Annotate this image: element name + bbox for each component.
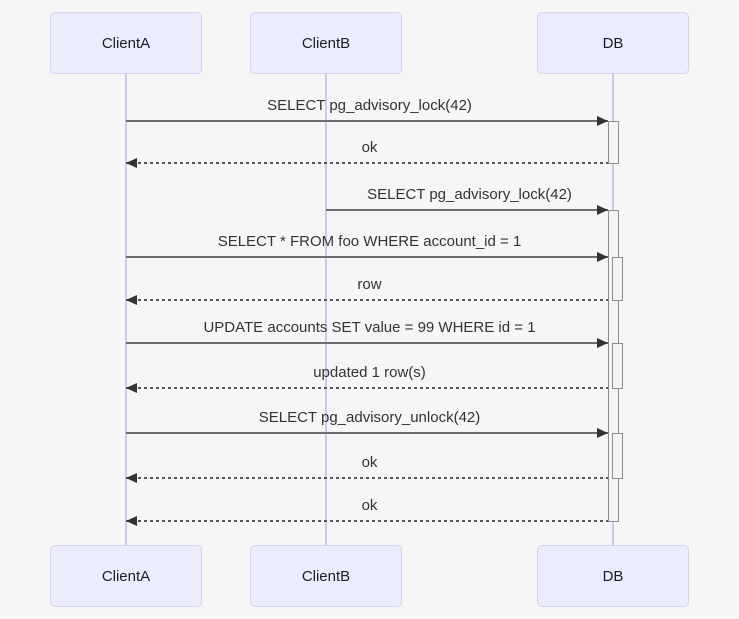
actor-clienta-bottom-box: ClientA — [50, 545, 202, 607]
arrowhead-left-icon — [126, 383, 137, 393]
arrowhead-left-icon — [126, 473, 137, 483]
actor-label: ClientA — [101, 34, 151, 52]
actor-clienta-top-box: ClientA — [50, 12, 202, 74]
message-line-solid — [126, 120, 608, 122]
actor-label: DB — [602, 567, 624, 585]
arrowhead-left-icon — [126, 295, 137, 305]
activation-bar-db — [612, 257, 623, 301]
actor-label: ClientB — [301, 567, 351, 585]
arrowhead-right-icon — [597, 252, 608, 262]
actor-clientb-bottom-box: ClientB — [250, 545, 402, 607]
arrowhead-left-icon — [126, 158, 137, 168]
message-label: SELECT pg_advisory_lock(42) — [267, 97, 472, 114]
message-line-solid — [126, 432, 608, 434]
message-label: SELECT * FROM foo WHERE account_id = 1 — [217, 233, 522, 250]
activation-bar-db — [608, 121, 619, 164]
arrowhead-left-icon — [126, 516, 137, 526]
message-line-solid — [126, 256, 608, 258]
message-line-dashed — [126, 520, 613, 522]
arrowhead-right-icon — [597, 338, 608, 348]
activation-bar-db — [612, 433, 623, 479]
message-label: row — [357, 276, 382, 293]
message-label: ok — [361, 497, 378, 514]
message-line-dashed — [126, 477, 613, 479]
message-label: SELECT pg_advisory_unlock(42) — [258, 409, 481, 426]
arrowhead-right-icon — [597, 428, 608, 438]
activation-bar-db — [612, 343, 623, 389]
message-line-dashed — [126, 299, 613, 301]
message-line-dashed — [126, 387, 613, 389]
actor-db-bottom-box: DB — [537, 545, 689, 607]
message-line-solid — [326, 209, 608, 211]
message-label: ok — [361, 454, 378, 471]
lifeline-clientb — [325, 74, 327, 545]
actor-label: ClientA — [101, 567, 151, 585]
arrowhead-right-icon — [597, 205, 608, 215]
message-line-solid — [126, 342, 608, 344]
actor-db-top-box: DB — [537, 12, 689, 74]
message-line-dashed — [126, 162, 613, 164]
arrowhead-right-icon — [597, 116, 608, 126]
message-label: updated 1 row(s) — [313, 364, 426, 381]
lifeline-clienta — [125, 74, 127, 545]
actor-clientb-top-box: ClientB — [250, 12, 402, 74]
message-label: SELECT pg_advisory_lock(42) — [367, 186, 572, 203]
message-label: ok — [361, 139, 378, 156]
actor-label: ClientB — [301, 34, 351, 52]
message-label: UPDATE accounts SET value = 99 WHERE id … — [203, 319, 536, 336]
actor-label: DB — [602, 34, 624, 52]
